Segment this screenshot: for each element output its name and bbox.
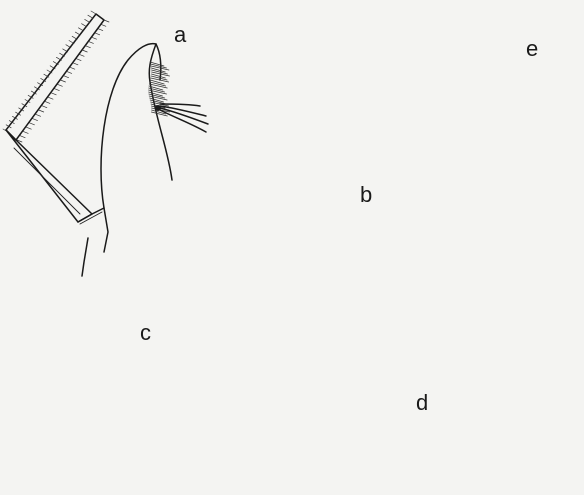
- figure-label-e: e: [526, 38, 538, 60]
- figure-label-b: b: [360, 184, 372, 206]
- figure-label-d: d: [416, 392, 428, 414]
- figure-label-a: a: [174, 24, 186, 46]
- figure-label-c: c: [140, 322, 151, 344]
